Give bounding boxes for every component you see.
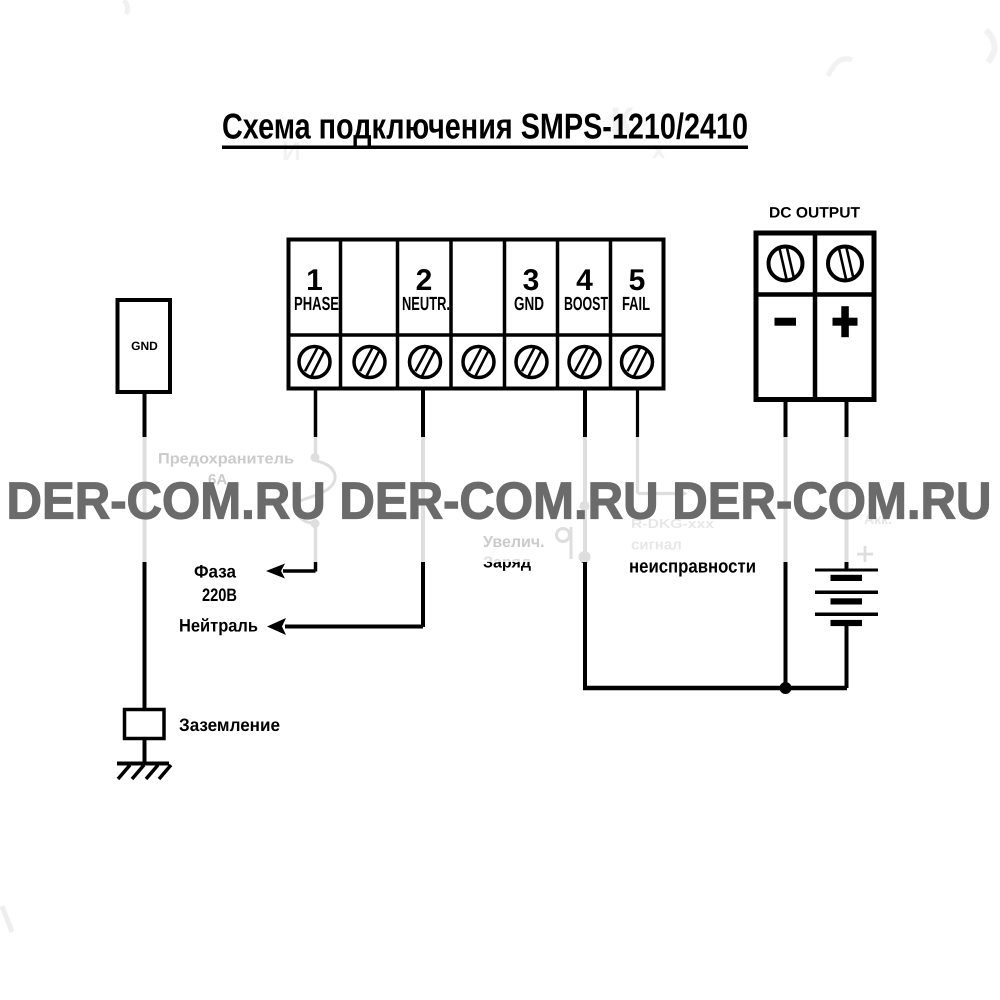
- svg-text:NEUTR.: NEUTR.: [402, 294, 450, 315]
- svg-text:Предохранитель: Предохранитель: [158, 451, 294, 468]
- svg-text:Схема подключения SMPS-1210/24: Схема подключения SMPS-1210/2410: [222, 106, 748, 147]
- svg-text:3: 3: [523, 264, 540, 297]
- svg-text:И: И: [282, 136, 301, 166]
- svg-text:Фаза: Фаза: [194, 562, 237, 582]
- svg-text:PHASE: PHASE: [294, 294, 339, 315]
- svg-text:4: 4: [576, 264, 593, 297]
- svg-text:GND: GND: [131, 339, 158, 353]
- svg-text:Увелич.: Увелич.: [483, 534, 545, 551]
- svg-text:DER-COM.RU DER-COM.RU DER-COM.: DER-COM.RU DER-COM.RU DER-COM.RU: [7, 473, 992, 531]
- svg-text:DC OUTPUT: DC OUTPUT: [769, 205, 860, 222]
- svg-text:2: 2: [416, 264, 433, 297]
- svg-text:BOOST: BOOST: [564, 294, 608, 315]
- svg-text:6А: 6А: [208, 472, 227, 489]
- svg-text:FAIL: FAIL: [622, 294, 650, 315]
- svg-text:Нейтраль: Нейтраль: [179, 616, 258, 636]
- svg-text:Заземление: Заземление: [179, 715, 280, 735]
- svg-text:1: 1: [306, 264, 323, 297]
- svg-text:220В: 220В: [202, 585, 237, 605]
- svg-text:5: 5: [629, 264, 646, 297]
- svg-text:GND: GND: [514, 294, 544, 315]
- svg-text:х: х: [652, 137, 666, 164]
- svg-text:К: К: [610, 100, 635, 144]
